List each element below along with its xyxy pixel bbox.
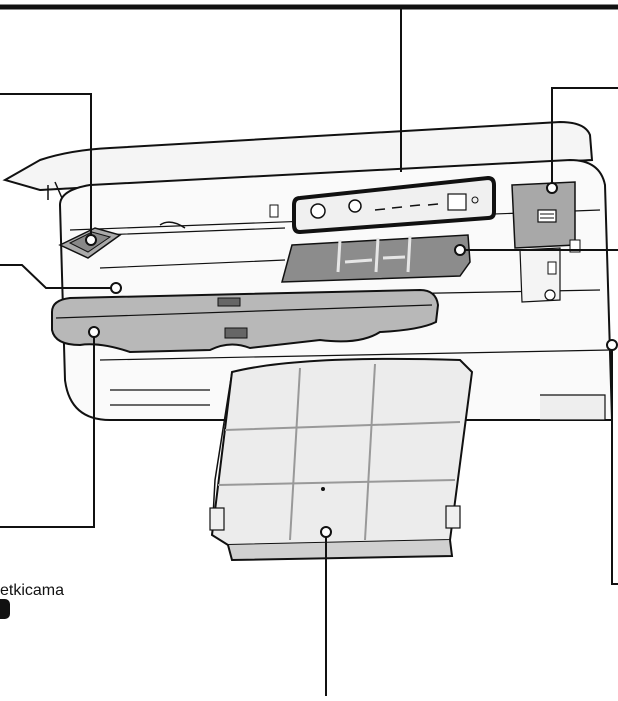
callout-ion-generator	[0, 93, 92, 240]
air-filter	[209, 357, 474, 562]
auxiliary-filter	[511, 181, 576, 249]
control-panel	[292, 175, 496, 235]
panel-knob-left	[310, 203, 326, 219]
callout-lines	[0, 7, 618, 696]
side-cover	[519, 239, 581, 303]
callout-filter-frame	[0, 332, 95, 528]
dot-ion-generator	[85, 234, 97, 246]
callout-unit-body	[0, 264, 116, 289]
panel-knob-right	[348, 199, 362, 213]
dot-auxiliary-filter	[546, 182, 558, 194]
dot-unit-body	[110, 282, 122, 294]
dot-air-filter	[320, 526, 332, 538]
callout-dots	[85, 182, 618, 538]
caption-partial-text: etkicama	[0, 582, 65, 599]
dot-deodorizing-filter	[454, 244, 466, 256]
ionizer-filter-frame	[51, 288, 440, 354]
deodorizing-filter	[281, 234, 471, 283]
dot-filter-frame	[88, 326, 100, 338]
dot-side-cover	[606, 339, 618, 351]
callout-side-cover	[611, 345, 618, 585]
caption-badge-icon	[0, 599, 10, 619]
callout-auxiliary-filter	[551, 87, 618, 188]
